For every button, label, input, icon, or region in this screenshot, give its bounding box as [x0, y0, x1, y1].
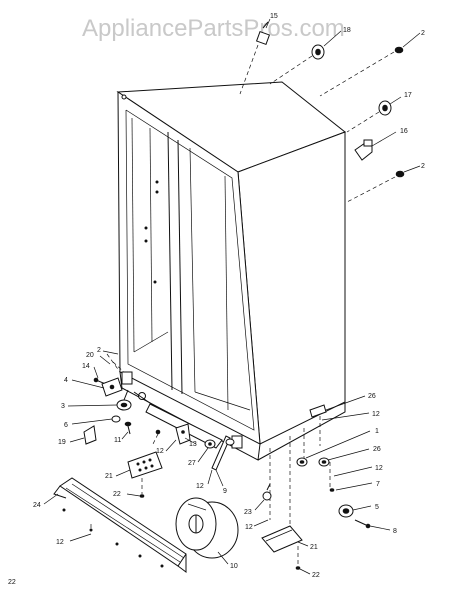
callout-22: 22	[113, 491, 121, 498]
callout-26: 26	[373, 446, 381, 453]
callout-20: 20	[86, 352, 94, 359]
part-6	[111, 415, 121, 423]
part-13	[175, 423, 191, 445]
bottom-right-hardware	[261, 404, 371, 570]
part-23	[262, 483, 272, 501]
callout-2: 2	[421, 30, 425, 37]
part-17	[378, 100, 392, 116]
callout-24: 24	[33, 502, 41, 509]
callout-11: 11	[114, 437, 121, 444]
callout-22: 22	[312, 572, 320, 579]
callout-27: 27	[188, 460, 196, 467]
part-16	[354, 139, 373, 161]
callout-1: 1	[375, 428, 379, 435]
part-19	[83, 425, 97, 445]
callout-10: 10	[230, 563, 238, 570]
callout-12: 12	[196, 483, 204, 490]
callout-2: 2	[97, 347, 101, 354]
callout-12: 12	[56, 539, 64, 546]
callout-7: 7	[376, 481, 380, 488]
callout-labels: 15 18 2 17 16 2 20 2 14 4 3 6 19 11 12 1…	[33, 13, 425, 579]
leader-lines	[43, 18, 421, 575]
part-27	[204, 439, 216, 449]
part-9	[211, 435, 231, 471]
callout-9: 9	[223, 488, 227, 495]
top-hardware	[239, 21, 405, 203]
callout-21: 21	[105, 473, 113, 480]
callout-26: 26	[368, 393, 376, 400]
callout-12: 12	[156, 448, 164, 455]
callout-12: 12	[375, 465, 383, 472]
callout-6: 6	[64, 422, 68, 429]
callout-17: 17	[404, 92, 412, 99]
callout-2: 2	[421, 163, 425, 170]
callout-8: 8	[393, 528, 397, 535]
callout-23: 23	[244, 509, 252, 516]
part-18	[311, 44, 325, 60]
callout-21: 21	[310, 544, 318, 551]
part-2-top	[394, 46, 404, 54]
part-10-roller	[175, 497, 239, 559]
callout-18: 18	[343, 27, 351, 34]
part-8	[354, 519, 371, 529]
callout-12: 12	[245, 524, 253, 531]
part-5	[338, 504, 354, 518]
watermark: AppliancePartsPros.com	[82, 15, 345, 42]
page-number: 22	[8, 579, 16, 586]
toe-grille	[53, 477, 187, 573]
callout-15: 15	[270, 13, 278, 20]
callout-12: 12	[372, 411, 380, 418]
part-3	[116, 389, 132, 411]
part-4	[101, 377, 123, 397]
part-21-left	[127, 451, 163, 479]
part-11	[124, 421, 132, 435]
part-2-mid	[395, 170, 405, 178]
part-15	[255, 21, 271, 46]
callout-19: 19	[58, 439, 66, 446]
callout-3: 3	[61, 403, 65, 410]
callout-13: 13	[189, 441, 197, 448]
bottom-center-hardware	[127, 403, 235, 498]
cabinet-liner	[125, 109, 255, 431]
callout-16: 16	[400, 128, 408, 135]
part-1	[296, 457, 308, 467]
part-26-top	[309, 404, 327, 418]
callout-14: 14	[82, 363, 90, 370]
callout-4: 4	[64, 377, 68, 384]
part-21-right	[261, 525, 303, 553]
cabinet	[116, 81, 347, 461]
callout-5: 5	[375, 504, 379, 511]
part-26-bottom	[318, 457, 330, 467]
